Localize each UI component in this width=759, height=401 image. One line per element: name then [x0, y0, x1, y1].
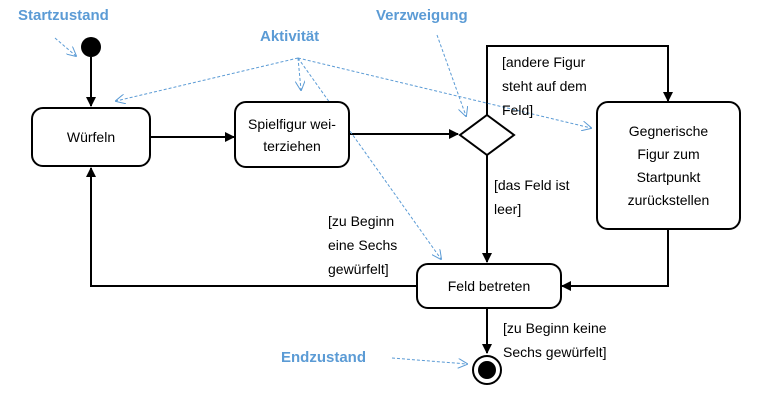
annotation-verzweigung: Verzweigung — [376, 7, 468, 24]
guard-zu-beginn-sechs: [zu Beginn eine Sechs gewürfelt] — [328, 213, 398, 277]
guard-feld-leer: [das Feld ist leer] — [494, 177, 570, 217]
node-gegnerische-label: Gegnerische Figur zum Startpunkt zurücks… — [627, 122, 710, 208]
end-node-inner — [478, 361, 496, 379]
pointer-aktivitaet-spielfigur — [298, 57, 301, 90]
guard-andere-figur: [andere Figur steht auf dem Feld] — [502, 54, 587, 118]
annotation-startzustand: Startzustand — [18, 7, 109, 24]
pointer-aktivitaet-gegnerische — [297, 57, 591, 128]
node-spielfigur-label: Spielfigur wei- terziehen — [248, 115, 336, 154]
node-feld-label: Feld betreten — [447, 278, 531, 294]
guard-zu-beginn-keine: [zu Beginn keine Sechs gewürfelt] — [503, 320, 607, 360]
edge-decision-to-gegnerische — [486, 45, 673, 115]
node-spielfigur: Spielfigur wei- terziehen — [234, 101, 350, 168]
pointer-endzustand — [391, 357, 467, 364]
pointer-startzustand — [54, 37, 76, 56]
node-feld: Feld betreten — [416, 263, 562, 309]
start-node — [81, 37, 101, 57]
edge-feld-to-wuerfeln — [86, 167, 416, 287]
annotation-aktivitaet: Aktivität — [260, 28, 320, 45]
node-wuerfeln-label: Würfeln — [66, 129, 116, 145]
annotation-endzustand: Endzustand — [281, 349, 366, 366]
pointer-verzweigung — [436, 34, 466, 116]
pointer-aktivitaet-wuerfeln — [116, 57, 299, 101]
pointer-aktivitaet-feld — [297, 57, 441, 259]
node-wuerfeln: Würfeln — [31, 107, 151, 167]
edge-gegnerische-to-feld — [561, 230, 669, 291]
node-gegnerische: Gegnerische Figur zum Startpunkt zurücks… — [596, 101, 741, 230]
